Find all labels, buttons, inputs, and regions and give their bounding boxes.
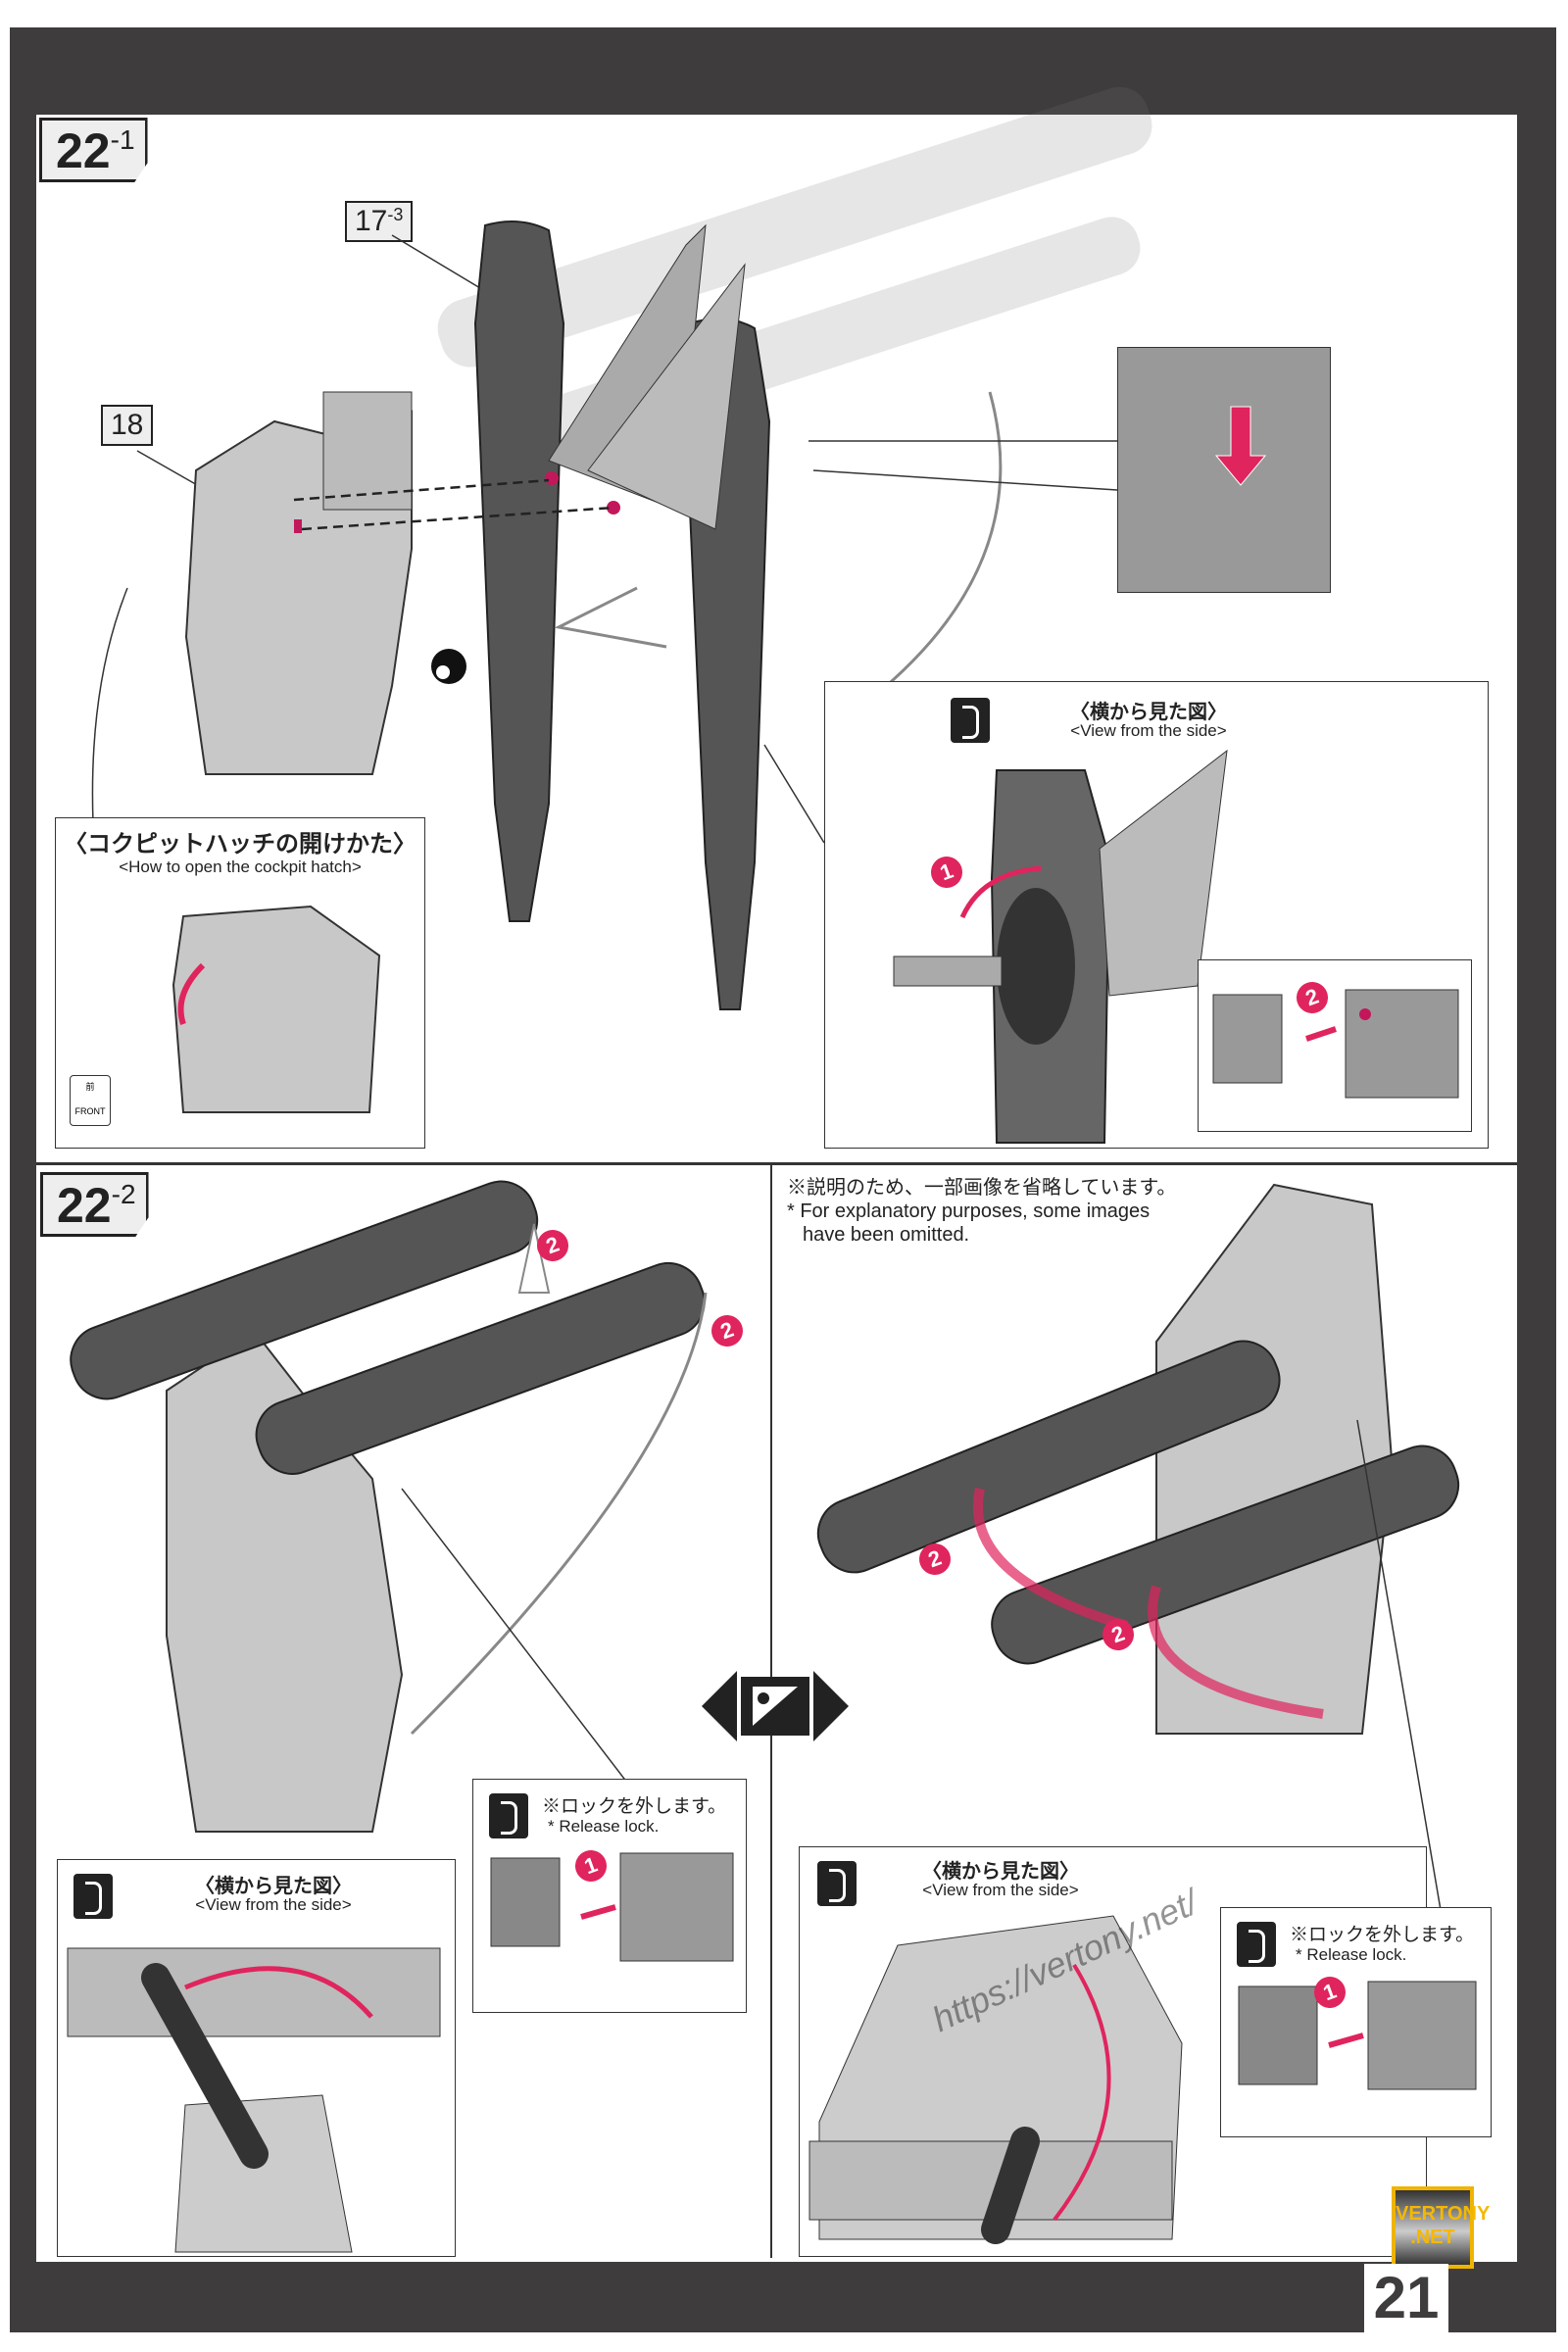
detail-inset <box>1117 347 1331 593</box>
release-lock-box-right: ※ロックを外します。 * Release lock. 1 <box>1220 1907 1492 2137</box>
release-lock-box-left: ※ロックを外します。 * Release lock. 1 <box>472 1779 747 2013</box>
page-number: 21 <box>1364 2264 1448 2332</box>
cockpit-hatch-box: 〈コクピットハッチの開けかた〉 <How to open the cockpit… <box>55 817 425 1149</box>
ref-label-17-3: 17-3 <box>345 201 414 242</box>
side-view-icon <box>489 1793 528 1838</box>
side-detail-inset: 2 <box>1198 959 1472 1132</box>
cockpit-title-jp: 〈コクピットハッチの開けかた〉 <box>64 831 416 858</box>
note-en-1: * For explanatory purposes, some images <box>787 1200 1151 1222</box>
step-number: 22 <box>56 123 111 178</box>
side-view-title-jp: 〈横から見た図〉 <box>1070 702 1227 723</box>
release-lock-illustration <box>490 1852 734 1962</box>
front-label-jp: 前 <box>85 1082 95 1092</box>
side-view-title-en: <View from the side> <box>195 1895 352 1914</box>
side-view-illustration <box>808 1915 1183 2244</box>
ref-label-18: 18 <box>101 405 154 446</box>
side-view-icon <box>1237 1922 1276 1967</box>
side-view-title-jp: 〈横から見た図〉 <box>195 1876 352 1897</box>
side-view-icon <box>951 698 990 743</box>
vertony-logo: VERTONY.NET <box>1392 2186 1490 2269</box>
release-lock-jp: ※ロックを外します。 <box>542 1796 727 1817</box>
side-view-icon <box>817 1861 857 1906</box>
step-sub-number: -1 <box>110 124 135 155</box>
note-jp: ※説明のため、一部画像を省略しています。 <box>787 1177 1177 1199</box>
release-lock-en: * Release lock. <box>1296 1945 1407 1964</box>
side-view-box-left: 〈横から見た図〉 <View from the side> <box>57 1859 456 2257</box>
release-lock-jp: ※ロックを外します。 <box>1290 1925 1475 1945</box>
side-view-title-en: <View from the side> <box>1070 721 1227 740</box>
side-view-title-en: <View from the side> <box>922 1881 1079 1899</box>
step-sub-number: -2 <box>111 1179 136 1209</box>
side-view-box: 〈横から見た図〉 <View from the side> 1 2 <box>824 681 1489 1149</box>
ref-sub-number: -3 <box>387 205 404 224</box>
front-label-en: FRONT <box>74 1106 106 1116</box>
omission-note: ※説明のため、一部画像を省略しています。 * For explanatory p… <box>787 1176 1176 1247</box>
lock-detail-illustration <box>1212 989 1459 1099</box>
section-divider <box>36 1162 1517 1165</box>
release-lock-illustration <box>1238 1981 1477 2090</box>
cockpit-illustration <box>172 905 381 1113</box>
side-view-icon <box>74 1874 113 1919</box>
step-22-2-illustration <box>70 1180 1460 1911</box>
step-22-1-illustration <box>91 86 1152 1010</box>
step-number: 22 <box>57 1178 112 1233</box>
swap-direction-icon <box>702 1671 849 1741</box>
side-view-title-jp: 〈横から見た図〉 <box>922 1861 1079 1883</box>
front-icon: 前 FRONT <box>70 1075 111 1126</box>
cockpit-title-en: <How to open the cockpit hatch> <box>119 858 362 876</box>
step-label-22-2: 22-2 <box>40 1172 149 1237</box>
ref-number: 17 <box>355 205 388 237</box>
note-en-2: have been omitted. <box>803 1224 970 1246</box>
step-label-22-1: 22-1 <box>39 118 148 182</box>
down-arrow-icon <box>1214 406 1267 486</box>
release-lock-en: * Release lock. <box>548 1817 660 1836</box>
side-view-illustration <box>893 749 1228 1144</box>
side-view-illustration <box>67 1947 441 2253</box>
